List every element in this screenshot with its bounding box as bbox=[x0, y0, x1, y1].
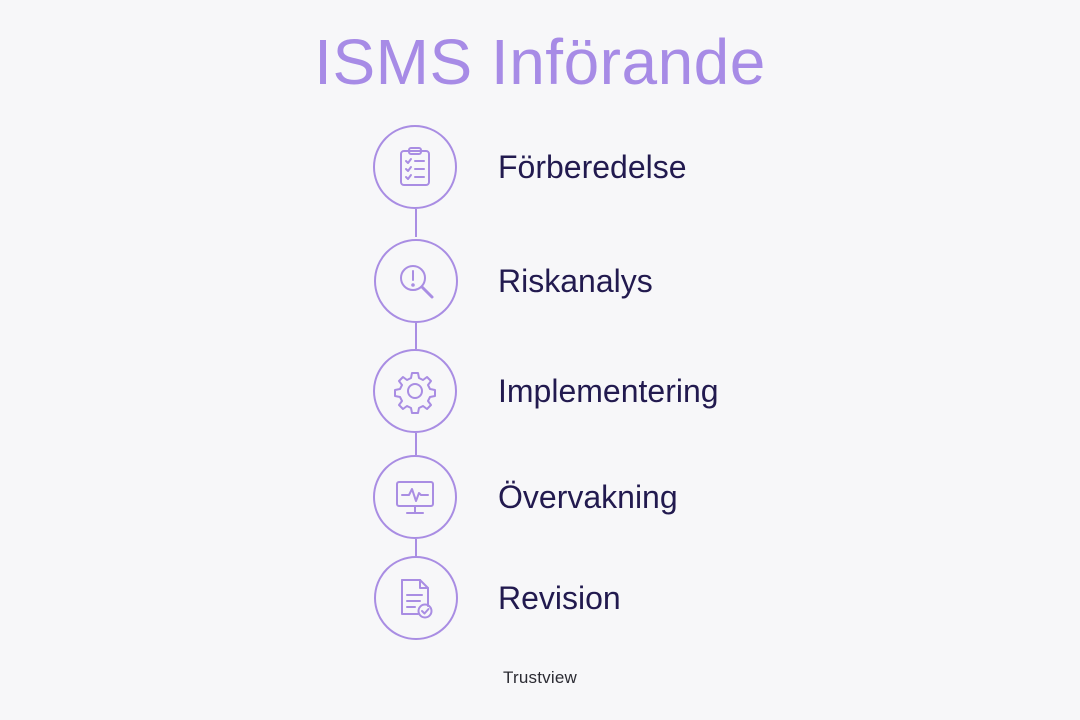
step-icon-circle bbox=[373, 349, 457, 433]
gear-icon bbox=[394, 372, 436, 414]
clipboard-checklist-icon bbox=[400, 147, 430, 186]
step-icon-circle bbox=[374, 556, 458, 640]
step-label: Implementering bbox=[498, 373, 719, 409]
magnifier-alert-icon bbox=[400, 265, 434, 299]
document-check-icon bbox=[401, 579, 433, 619]
monitor-pulse-icon bbox=[396, 481, 434, 514]
connector-line bbox=[415, 539, 417, 557]
page-title: ISMS Införande bbox=[314, 26, 766, 98]
connector-line bbox=[415, 323, 417, 349]
step-label: Förberedelse bbox=[498, 149, 687, 185]
step-icon-circle bbox=[374, 239, 458, 323]
brand-logo: Trustview bbox=[503, 668, 577, 687]
connector-line bbox=[415, 209, 417, 237]
step-icon-circle bbox=[373, 125, 457, 209]
step-label: Övervakning bbox=[498, 479, 678, 515]
step-label: Revision bbox=[498, 580, 621, 616]
step-icon-circle bbox=[373, 455, 457, 539]
step-label: Riskanalys bbox=[498, 263, 653, 299]
connector-line bbox=[415, 433, 417, 455]
